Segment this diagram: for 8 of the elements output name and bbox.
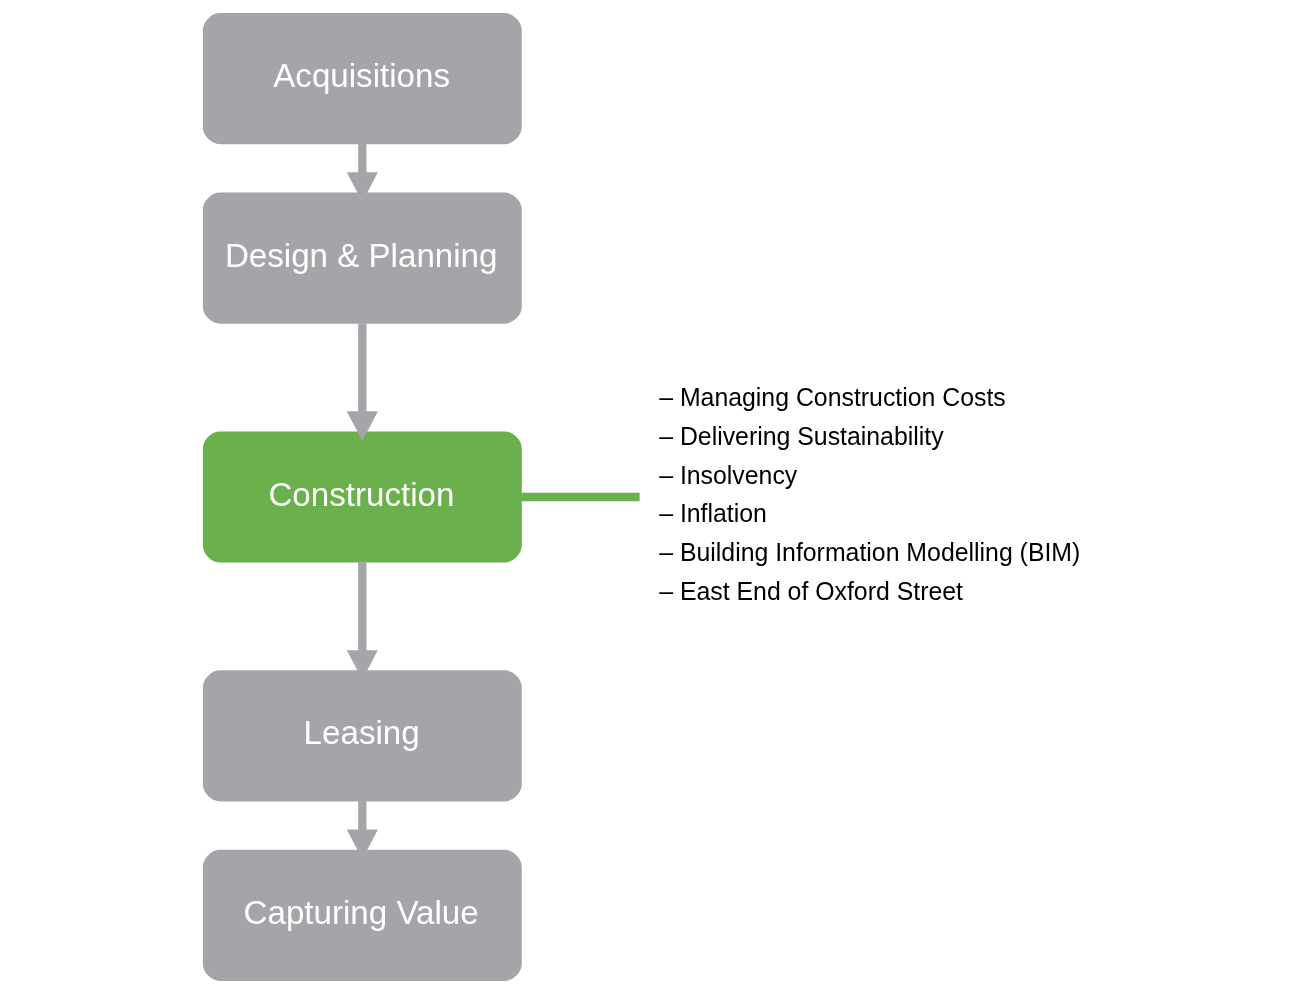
node-box: Acquisitions xyxy=(202,13,522,145)
node-text: – Managing Construction Costs – Delivering Sustainability – Insolvency – Inflation – Building Information Modelling (BIM) – East End of Oxford Street xyxy=(658,384,1080,605)
arrow xyxy=(346,323,378,441)
node-box: Capturing Value xyxy=(202,849,522,981)
connector xyxy=(520,492,640,502)
node-box: Design & Planning xyxy=(202,192,522,324)
node-box: Construction xyxy=(202,431,522,563)
node-box: Leasing xyxy=(202,670,522,802)
